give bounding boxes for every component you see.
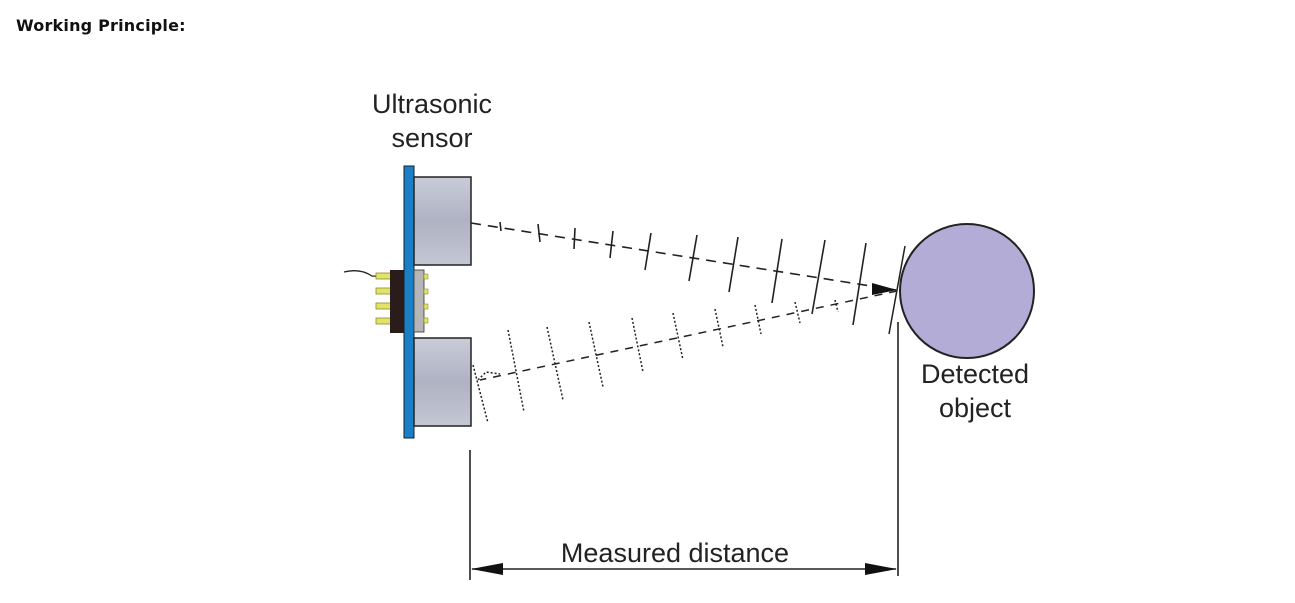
emit-arrowhead — [872, 283, 897, 295]
reflected-wave — [472, 290, 898, 424]
dimension-arrow-right — [865, 563, 897, 575]
object-label-line1: Detected — [921, 359, 1029, 389]
receiver — [413, 337, 472, 427]
detected-object — [899, 223, 1035, 359]
pcb-board — [403, 165, 415, 439]
section-heading: Working Principle: — [16, 16, 186, 35]
reflection-front — [888, 245, 906, 335]
dimension-arrow-left — [471, 563, 503, 575]
emitted-wave — [470, 221, 897, 326]
sensor-label-line2: sensor — [391, 123, 472, 153]
wire — [343, 270, 389, 278]
object-label-line2: object — [939, 393, 1012, 423]
sensor-label-line1: Ultrasonic — [372, 89, 492, 119]
header-pins — [375, 272, 393, 325]
chip — [413, 269, 425, 333]
distance-label: Measured distance — [561, 538, 789, 568]
pin-header — [390, 270, 405, 333]
transmitter — [413, 176, 472, 266]
